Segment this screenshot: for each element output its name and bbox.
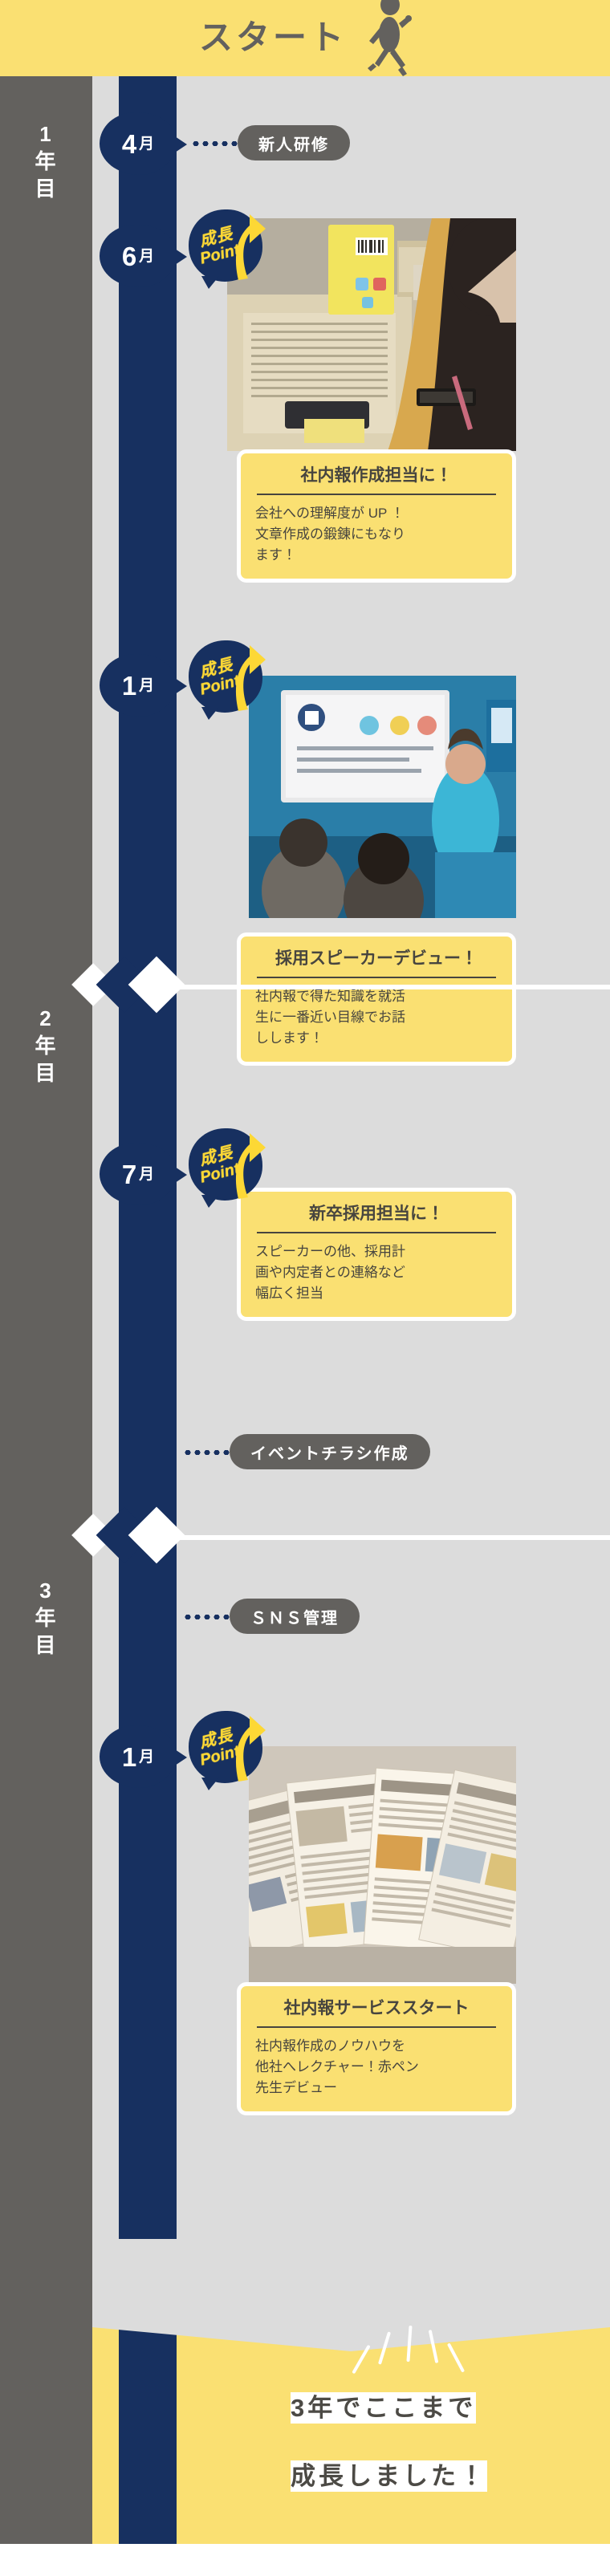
growth-point-badge-3: 成長 Point: [189, 1122, 279, 1208]
month-bubble-y1-01: 1 月: [100, 654, 187, 717]
month-bubble-y2-07: 7 月: [100, 1143, 187, 1205]
footer-wedge-shape: [92, 2239, 610, 2351]
connector-dots-2: [183, 1450, 230, 1455]
growth-point-badge-2: 成長 Point: [189, 634, 279, 720]
curved-up-arrow-icon: [235, 214, 266, 280]
photo-desk-notebook: [227, 218, 516, 451]
photo-seminar-presentation: [249, 676, 516, 918]
pill-event-chirashi[interactable]: イベントチラシ作成: [230, 1434, 430, 1469]
year-column-background-3: [0, 778, 92, 2311]
curved-up-arrow-icon: [235, 1133, 266, 1199]
month-bubble-y3-01: 1 月: [100, 1725, 187, 1788]
card-body: 会社への理解度が UP ！ 文章作成の鍛錬にもなり ます！: [255, 506, 405, 563]
curved-up-arrow-icon: [235, 645, 266, 711]
section-divider-2: [92, 1535, 610, 1540]
card-divider: [257, 977, 496, 978]
page-title: スタート: [199, 18, 348, 56]
running-person-icon: [368, 0, 412, 76]
card-divider: [257, 1232, 496, 1233]
year-column-background-footer: [0, 2311, 92, 2544]
year-label-2: 2 年 目: [35, 1006, 58, 1085]
section-divider-1: [92, 985, 610, 989]
card-body: 社内報で得た知識を就活 生に一番近い目線でお話 しします！: [255, 989, 405, 1046]
pill-shinjin-kenshu[interactable]: 新人研修: [238, 125, 350, 160]
curved-up-arrow-icon: [235, 1716, 266, 1782]
card-title: 新卒採用担当に！: [309, 1205, 444, 1223]
card-title: 社内報サービススタート: [283, 1999, 470, 2017]
pill-sns-kanri[interactable]: ＳＮＳ管理: [230, 1599, 360, 1634]
card-shanaiho-service: 社内報サービススタート 社内報作成のノウハウを 他社へレクチャー！赤ペン 先生デ…: [237, 1982, 516, 2115]
header-banner: スタート: [0, 0, 610, 76]
timeline-spine-footer: [119, 2311, 177, 2544]
photo-newspapers-spread: [249, 1746, 516, 1984]
growth-point-badge-1: 成長 Point: [189, 203, 279, 289]
year-label-1: 1 年 目: [35, 122, 58, 201]
card-title: 採用スピーカーデビュー！: [275, 949, 478, 968]
card-divider: [257, 2026, 496, 2028]
connector-dots-1: [191, 141, 238, 146]
month-bubble-y1-04: 4 月: [100, 112, 187, 175]
footer-headline-line-1: 3年でここまで: [291, 2392, 477, 2424]
connector-dots-3: [183, 1615, 230, 1619]
card-saiyo-speaker: 採用スピーカーデビュー！ 社内報で得た知識を就活 生に一番近い目線でお話 ししま…: [237, 932, 516, 1066]
footer-headline-line-2: 成長しました！: [291, 2460, 487, 2492]
year-column-background-1: [0, 76, 92, 494]
bottom-whitespace: [0, 2544, 610, 2576]
growth-point-badge-4: 成長 Point: [189, 1704, 279, 1790]
card-shanaiho-sakusei: 社内報作成担当に！ 会社への理解度が UP ！ 文章作成の鍛錬にもなり ます！: [237, 449, 516, 583]
card-body: 社内報作成のノウハウを 他社へレクチャー！赤ペン 先生デビュー: [255, 2038, 419, 2095]
year-column-background-2: [0, 494, 92, 778]
card-divider: [257, 494, 496, 495]
month-bubble-y1-06: 6 月: [100, 225, 187, 287]
year-label-3: 3 年 目: [35, 1579, 58, 1657]
card-title: 社内報作成担当に！: [300, 466, 453, 485]
card-body: スピーカーの他、採用計 画や内定者との連絡など 幅広く担当: [255, 1244, 405, 1301]
card-shinsotsu-saiyo: 新卒採用担当に！ スピーカーの他、採用計 画や内定者との連絡など 幅広く担当: [237, 1188, 516, 1321]
